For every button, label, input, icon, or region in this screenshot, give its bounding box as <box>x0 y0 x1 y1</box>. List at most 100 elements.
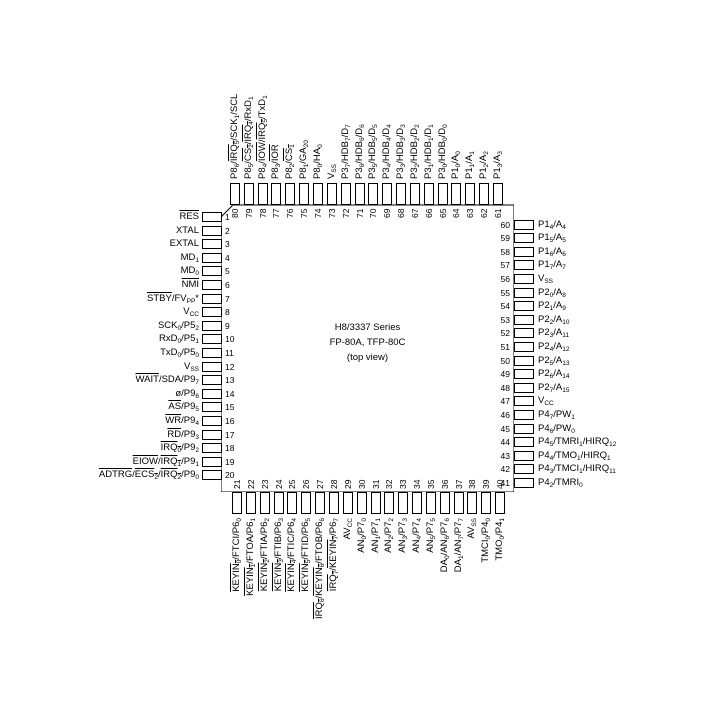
pin-label-38: AVSS <box>466 518 479 539</box>
pin-label-17: RD/P93 <box>167 428 199 441</box>
pin-number-44: 44 <box>500 437 510 448</box>
pin-number-11: 11 <box>225 348 234 358</box>
pin-label-64: P10/A0 <box>450 151 463 179</box>
pin-label-3: EXTAL <box>169 238 199 250</box>
pin-number-58: 58 <box>500 246 510 257</box>
pin-1 <box>202 212 222 222</box>
pin-20 <box>202 470 222 481</box>
pin-73 <box>326 183 337 205</box>
pin-number-46: 46 <box>500 410 510 420</box>
pin-number-23: 23 <box>259 479 270 489</box>
pin-22 <box>245 492 256 514</box>
pin-label-16: WR/P94 <box>165 415 199 427</box>
pin-label-51: P24/A12 <box>538 341 570 353</box>
pin-5 <box>202 266 222 277</box>
pin-3 <box>202 239 222 250</box>
pin-label-61: P13/A3 <box>492 151 504 179</box>
pin-label-55: P20/A8 <box>538 286 566 299</box>
pin-label-18: IRQ0/P92 <box>160 442 199 455</box>
pin-label-12: VSS <box>183 360 199 373</box>
pin-number-22: 22 <box>245 479 256 489</box>
pin-number-72: 72 <box>340 208 351 218</box>
pin-number-20: 20 <box>225 470 235 481</box>
pin-64 <box>451 183 462 205</box>
pin-number-12: 12 <box>225 361 235 372</box>
pin-label-69: P34/HDB4/D4 <box>381 124 394 179</box>
pin-number-73: 73 <box>326 208 337 218</box>
pin-label-53: P22/A10 <box>538 313 570 326</box>
pin-76 <box>285 183 296 205</box>
pin-label-19: EIOW/IRQ1/P91 <box>132 455 199 468</box>
pin-label-80: P86/IRQ5/SCK1/SCL <box>228 93 241 179</box>
pin-number-56: 56 <box>500 274 510 284</box>
pin-label-76: P82/CS1 <box>284 144 297 179</box>
pin-78 <box>257 183 268 205</box>
pin-number-80: 80 <box>229 208 240 218</box>
pin-label-58: P16/A6 <box>538 245 566 258</box>
pin-number-16: 16 <box>225 416 235 426</box>
pin-number-53: 53 <box>500 314 510 325</box>
pin-number-51: 51 <box>500 342 510 352</box>
pin-label-44: P45/TMRI1/HIRQ12 <box>538 436 617 449</box>
pin-48 <box>514 382 534 393</box>
pin-label-39: TMCI0/P40 <box>480 518 493 563</box>
pin-65 <box>437 183 448 205</box>
pin-number-67: 67 <box>409 208 420 218</box>
ic-package-body: H8/3337 Series FP-80A, TFP-80C (top view… <box>221 194 514 492</box>
pin-label-46: P47/PW1 <box>538 409 575 421</box>
pin-number-18: 18 <box>225 443 235 454</box>
pin-label-9: SCK0/P52 <box>157 319 199 332</box>
pin-label-8: VCC <box>183 306 199 319</box>
pin-44 <box>514 437 534 448</box>
pin-label-57: P17/A7 <box>538 259 566 272</box>
pin-27 <box>315 492 326 514</box>
pin-72 <box>340 183 351 205</box>
pin-66 <box>423 183 434 205</box>
pin-label-71: P36/HDB6/D6 <box>353 124 366 179</box>
pin-number-52: 52 <box>500 328 510 339</box>
pin-number-55: 55 <box>500 287 510 298</box>
pin-label-62: P12/A2 <box>478 151 491 179</box>
pin-56 <box>514 274 534 284</box>
pin-number-8: 8 <box>225 307 230 318</box>
pin-74 <box>312 183 323 205</box>
pin-label-26: KEYIN5/FTID/P65 <box>300 518 313 592</box>
pin-number-65: 65 <box>437 208 448 218</box>
chip-outline <box>221 204 514 492</box>
pin-number-36: 36 <box>439 479 450 489</box>
pin-41 <box>514 478 534 488</box>
pin-37 <box>453 492 464 514</box>
pin-label-15: AS/P95 <box>168 401 199 414</box>
pin-28 <box>328 492 339 514</box>
pin-42 <box>514 464 534 475</box>
pin-number-1: 1 <box>225 212 230 222</box>
pin-70 <box>368 183 379 205</box>
pin-number-15: 15 <box>225 402 235 413</box>
pin-label-1: RES <box>179 211 199 222</box>
pin-number-39: 39 <box>481 479 492 489</box>
pin-number-77: 77 <box>271 208 282 218</box>
pin-label-79: P85/CS2/IRQ4/RxD1 <box>242 96 255 179</box>
pin-60 <box>514 219 534 230</box>
pin-53 <box>514 314 534 325</box>
pin-67 <box>409 183 420 205</box>
pin-label-75: P81/GA20 <box>298 140 311 179</box>
pin-label-59: P15/A5 <box>538 232 566 245</box>
pin-79 <box>243 183 254 205</box>
pin-62 <box>479 183 490 205</box>
chip-title: H8/3337 Series <box>334 322 401 333</box>
pin-51 <box>514 342 534 352</box>
pin-57 <box>514 260 534 271</box>
pin-label-20: ADTRG/ECS2/IRQ2/P90 <box>98 469 199 482</box>
pin-number-70: 70 <box>368 208 379 218</box>
pin-label-11: TxD0/P50 <box>160 347 199 359</box>
pin-label-45: P46/PW0 <box>538 422 575 435</box>
pin-label-65: P30/HDB0/D0 <box>436 124 449 179</box>
pin-label-68: P33/HDB3/D3 <box>395 124 408 179</box>
pin-number-24: 24 <box>273 479 284 489</box>
pin-label-73: VSS <box>325 163 338 179</box>
pin-label-30: AN0/P70 <box>355 518 368 553</box>
pin-24 <box>273 492 284 514</box>
pin-38 <box>467 492 478 514</box>
pin-label-32: AN2/P72 <box>383 518 396 553</box>
